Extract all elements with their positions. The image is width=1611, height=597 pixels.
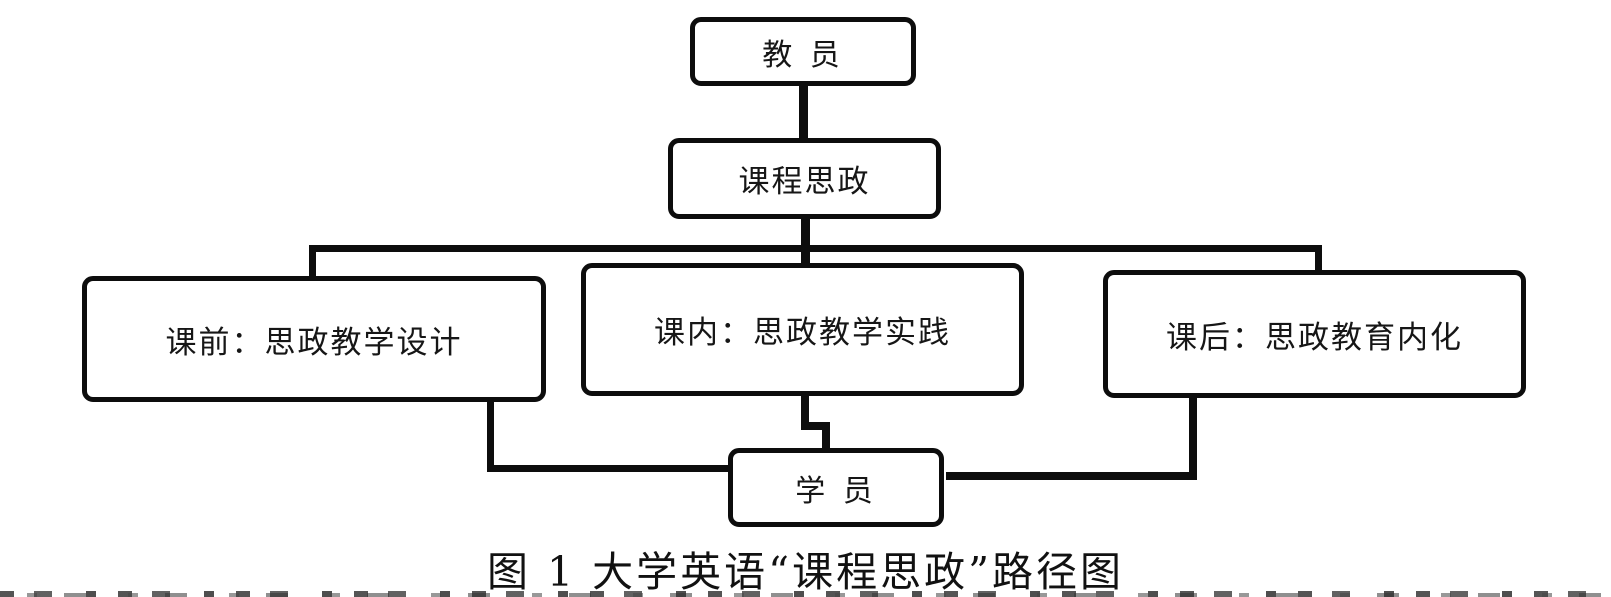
node-before-class: 课前：思政教学设计 xyxy=(82,276,546,402)
connector-afterclass-student-vertical xyxy=(1189,396,1197,480)
connector-inclass-student-lower xyxy=(822,422,830,450)
figure-caption: 图 1 大学英语“课程思政”路径图 xyxy=(486,548,1125,596)
connector-course-inclass xyxy=(801,217,810,265)
connector-teacher-course xyxy=(799,84,808,140)
node-student-label: 学 员 xyxy=(795,473,877,509)
node-after-class-label: 课后：思政教育内化 xyxy=(1166,319,1463,356)
connector-branch-bar xyxy=(309,245,1322,252)
node-student: 学 员 xyxy=(728,448,944,527)
node-after-class: 课后：思政教育内化 xyxy=(1103,270,1526,398)
node-course-sizheng-label: 课程思政 xyxy=(738,164,871,200)
node-teacher-label: 教 员 xyxy=(762,37,844,73)
node-in-class: 课内：思政教学实践 xyxy=(581,263,1024,396)
node-course-sizheng: 课程思政 xyxy=(668,138,941,219)
connector-inclass-student-jog xyxy=(801,422,830,430)
node-in-class-label: 课内：思政教学实践 xyxy=(654,315,951,351)
clipped-next-line-text-overlay xyxy=(7,593,1611,597)
node-before-class-label: 课前：思政教学设计 xyxy=(165,324,463,361)
connector-beforeclass-student-horizontal xyxy=(487,465,730,472)
connector-bar-beforeclass xyxy=(309,245,316,278)
connector-bar-afterclass xyxy=(1315,245,1322,272)
connector-inclass-student-upper xyxy=(801,394,809,430)
connector-afterclass-student-horizontal xyxy=(946,472,1197,480)
node-teacher: 教 员 xyxy=(690,17,916,86)
connector-beforeclass-student-vertical xyxy=(487,400,494,470)
